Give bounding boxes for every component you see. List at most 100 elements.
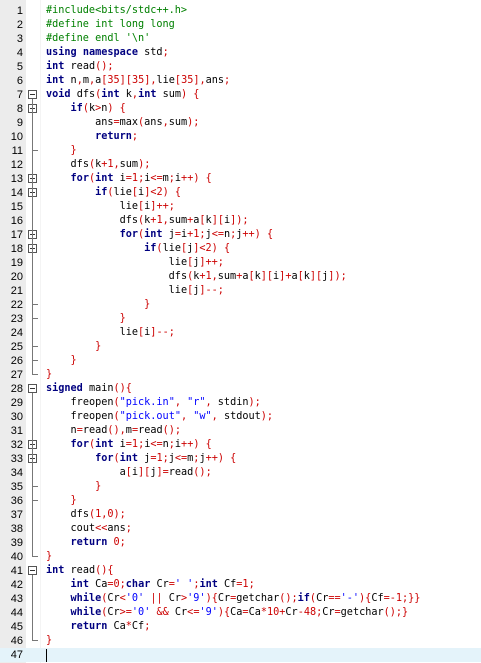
fold-end-marker	[32, 500, 38, 501]
code-line[interactable]: 12 dfs(k+1,sum);	[0, 158, 481, 172]
code-text: for(int i=1;i<=m;i++) {	[70, 173, 212, 184]
code-line[interactable]: 34 a[i][j]=read();	[0, 466, 481, 480]
code-line[interactable]: 9 ans=max(ans,sum);	[0, 116, 481, 130]
line-number: 6	[16, 75, 23, 87]
code-line[interactable]: 11 }	[0, 144, 481, 158]
code-line[interactable]: 24 lie[i]--;	[0, 326, 481, 340]
fold-toggle-icon[interactable]	[28, 384, 37, 393]
code-line[interactable]: 27}	[0, 368, 481, 382]
code-line[interactable]: 44 while(Cr>='0' && Cr<='9'){Ca=Ca*10+Cr…	[0, 606, 481, 620]
code-line[interactable]: 43 while(Cr<'0' || Cr>'9'){Cr=getchar();…	[0, 592, 481, 606]
code-line[interactable]: 2#define int long long	[0, 18, 481, 32]
line-number: 2	[16, 19, 23, 31]
fold-guide-line	[32, 99, 33, 374]
code-text: if(k>n) {	[70, 103, 126, 114]
code-text: }	[70, 355, 77, 366]
code-line[interactable]: 47	[0, 648, 481, 662]
gutter-separator	[40, 0, 41, 663]
code-text: dfs(k+1,sum);	[70, 159, 151, 170]
code-line[interactable]: 36 }	[0, 494, 481, 508]
fold-end-marker	[32, 150, 38, 151]
code-line[interactable]: 46}	[0, 634, 481, 648]
code-text: return 0;	[70, 537, 126, 548]
line-number: 14	[10, 187, 23, 199]
line-number: 23	[10, 313, 23, 325]
line-number: 39	[10, 537, 23, 549]
code-line[interactable]: 31 n=read(),m=read();	[0, 424, 481, 438]
fold-toggle-icon[interactable]	[28, 90, 37, 99]
code-line[interactable]: 6 int n,m,a[35][35],lie[35],ans;	[0, 74, 481, 88]
code-line[interactable]: 15 lie[i]++;	[0, 200, 481, 214]
code-line[interactable]: 13 for(int i=1;i<=m;i++) {	[0, 172, 481, 186]
code-line[interactable]: 29 freopen("pick.in", "r", stdin);	[0, 396, 481, 410]
code-text: a[i][j]=read();	[119, 467, 212, 478]
line-number: 34	[10, 467, 23, 479]
code-text: for(int i=1;i<=n;i++) {	[70, 439, 212, 450]
code-line[interactable]: 45 return Ca*Cf;	[0, 620, 481, 634]
line-number: 36	[10, 495, 23, 507]
code-line[interactable]: 17 for(int j=i+1;j<=n;j++) {	[0, 228, 481, 242]
line-number: 37	[10, 509, 23, 521]
code-text: if(lie[j]<2) {	[144, 243, 231, 254]
fold-end-marker	[32, 640, 38, 641]
code-line[interactable]: 33 for(int j=1;j<=m;j++) {	[0, 452, 481, 466]
fold-end-marker	[32, 360, 38, 361]
code-line[interactable]: 23 }	[0, 312, 481, 326]
line-number: 11	[11, 145, 23, 157]
code-line[interactable]: 40}	[0, 550, 481, 564]
fold-end-marker	[32, 374, 38, 375]
code-line[interactable]: 37 dfs(1,0);	[0, 508, 481, 522]
code-line[interactable]: 20 dfs(k+1,sum+a[k][i]+a[k][j]);	[0, 270, 481, 284]
code-line[interactable]: 21 lie[j]--;	[0, 284, 481, 298]
code-text: cout<<ans;	[70, 523, 132, 534]
code-line[interactable]: 39 return 0;	[0, 536, 481, 550]
code-text: while(Cr>='0' && Cr<='9'){Ca=Ca*10+Cr-48…	[70, 607, 409, 618]
code-line[interactable]: 8 if(k>n) {	[0, 102, 481, 116]
code-text: signed main(){	[46, 383, 132, 394]
code-line[interactable]: 26 }	[0, 354, 481, 368]
code-line[interactable]: 16 dfs(k+1,sum+a[k][i]);	[0, 214, 481, 228]
code-line[interactable]: 25 }	[0, 340, 481, 354]
code-line[interactable]: 38 cout<<ans;	[0, 522, 481, 536]
code-line[interactable]: 1#include<bits/stdc++.h>	[0, 4, 481, 18]
code-line[interactable]: 10 return;	[0, 130, 481, 144]
line-number: 40	[10, 551, 23, 563]
line-number: 25	[10, 341, 23, 353]
line-number: 8	[16, 103, 23, 115]
code-text: for(int j=1;j<=m;j++) {	[95, 453, 237, 464]
code-text: int read();	[46, 61, 114, 72]
code-text: }	[144, 299, 151, 310]
code-text: }	[70, 145, 77, 156]
code-text: n=read(),m=read();	[70, 425, 182, 436]
code-line[interactable]: 42 int Ca=0;char Cr=' ';int Cf=1;	[0, 578, 481, 592]
code-text: }	[95, 341, 102, 352]
code-line[interactable]: 35 }	[0, 480, 481, 494]
line-number: 46	[10, 635, 23, 647]
line-number: 38	[10, 523, 23, 535]
code-line[interactable]: 3#define endl '\n'	[0, 32, 481, 46]
fold-toggle-icon[interactable]	[28, 566, 37, 575]
line-number: 32	[10, 439, 23, 451]
line-number: 10	[10, 131, 23, 143]
line-number: 33	[10, 453, 23, 465]
line-number: 17	[10, 229, 23, 241]
code-line[interactable]: 19 lie[j]++;	[0, 256, 481, 270]
code-line[interactable]: 18 if(lie[j]<2) {	[0, 242, 481, 256]
code-text: dfs(k+1,sum+a[k][i]+a[k][j]);	[168, 271, 347, 282]
fold-guide-line	[32, 575, 33, 640]
code-line[interactable]: 14 if(lie[i]<2) {	[0, 186, 481, 200]
code-line[interactable]: 32 for(int i=1;i<=n;i++) {	[0, 438, 481, 452]
code-line[interactable]: 30 freopen("pick.out", "w", stdout);	[0, 410, 481, 424]
code-line[interactable]: 22 }	[0, 298, 481, 312]
line-number: 27	[10, 369, 23, 381]
line-number: 31	[10, 425, 23, 437]
code-text: int n,m,a[35][35],lie[35],ans;	[46, 75, 231, 86]
fold-margin	[26, 0, 40, 663]
line-number: 12	[10, 159, 23, 171]
